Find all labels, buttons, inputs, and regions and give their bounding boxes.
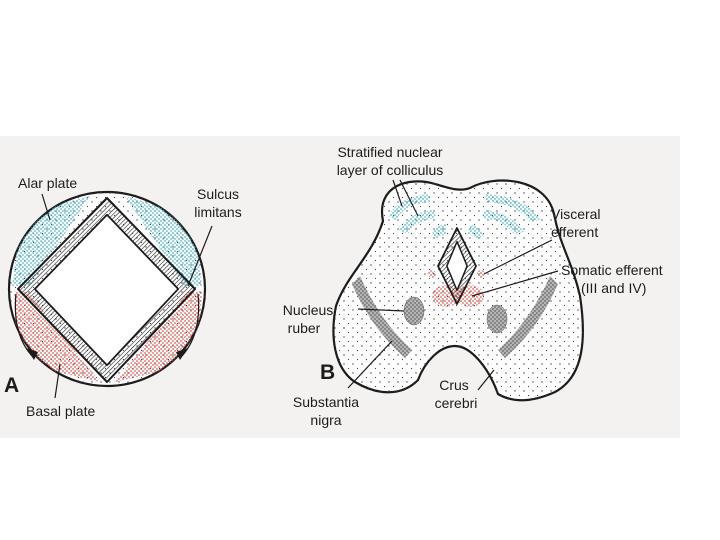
label-cerebri: cerebri: [435, 395, 478, 411]
label-somatic-2: (III and IV): [581, 280, 646, 296]
label-ruber: ruber: [288, 320, 321, 336]
label-stratified-1: Stratified nuclear: [337, 144, 442, 160]
label-limitans: limitans: [194, 204, 241, 220]
panel-a-letter: A: [4, 374, 19, 397]
central-canal: [34, 214, 179, 366]
arrow-right-head: [176, 348, 188, 360]
label-alar-plate: Alar plate: [18, 175, 77, 191]
nucleus-ruber-left: [403, 296, 425, 326]
colliculus-band-right-1: [485, 194, 540, 222]
panel-b-letter: B: [320, 361, 335, 384]
embryology-figure: Alar plate Sulcus limitans Basal plate A: [0, 136, 680, 438]
leader-visceral-efferent: [483, 239, 553, 275]
colliculus-band-right-3: [468, 224, 484, 240]
cerebral-aqueduct: [446, 240, 468, 292]
label-substantia: Substantia: [293, 394, 359, 410]
label-stratified-2: layer of colliculus: [337, 162, 444, 178]
label-sulcus: Sulcus: [197, 186, 239, 202]
label-visceral-2: efferent: [551, 224, 598, 240]
leader-stratified-1: [392, 179, 403, 207]
label-visceral-1: Visceral: [551, 206, 601, 222]
visceral-efferent-left: [428, 270, 436, 278]
panel-b-midbrain: Stratified nuclear layer of colliculus V…: [283, 144, 663, 428]
leader-alar-plate: [41, 193, 51, 221]
leader-somatic-efferent: [471, 270, 559, 297]
leader-sulcus-limitans: [187, 225, 213, 287]
colliculus-band-right-2: [482, 210, 524, 234]
label-nigra: nigra: [310, 412, 341, 428]
substantia-nigra-left: [352, 276, 412, 358]
leader-nucleus-ruber: [357, 308, 405, 312]
label-basal-plate: Basal plate: [26, 403, 95, 419]
arrow-left-head: [26, 348, 38, 360]
colliculus-band-left-2: [398, 210, 436, 234]
substantia-nigra-right: [498, 276, 558, 358]
label-somatic-1: Somatic efferent: [561, 262, 663, 278]
panel-a-neural-tube: Alar plate Sulcus limitans Basal plate A: [4, 175, 242, 419]
label-nucleus: Nucleus: [283, 302, 334, 318]
visceral-efferent-right: [477, 270, 485, 278]
colliculus-band-left-3: [432, 224, 446, 240]
label-crus: Crus: [439, 377, 469, 393]
figure-svg: Alar plate Sulcus limitans Basal plate A: [4, 144, 663, 428]
leader-substantia-nigra: [347, 340, 393, 389]
colliculus-band-left-1: [388, 194, 430, 220]
leader-basal-plate: [54, 363, 61, 399]
leader-crus-cerebri: [477, 369, 495, 391]
nucleus-ruber-right: [486, 304, 508, 334]
leader-stratified-2: [399, 179, 419, 217]
